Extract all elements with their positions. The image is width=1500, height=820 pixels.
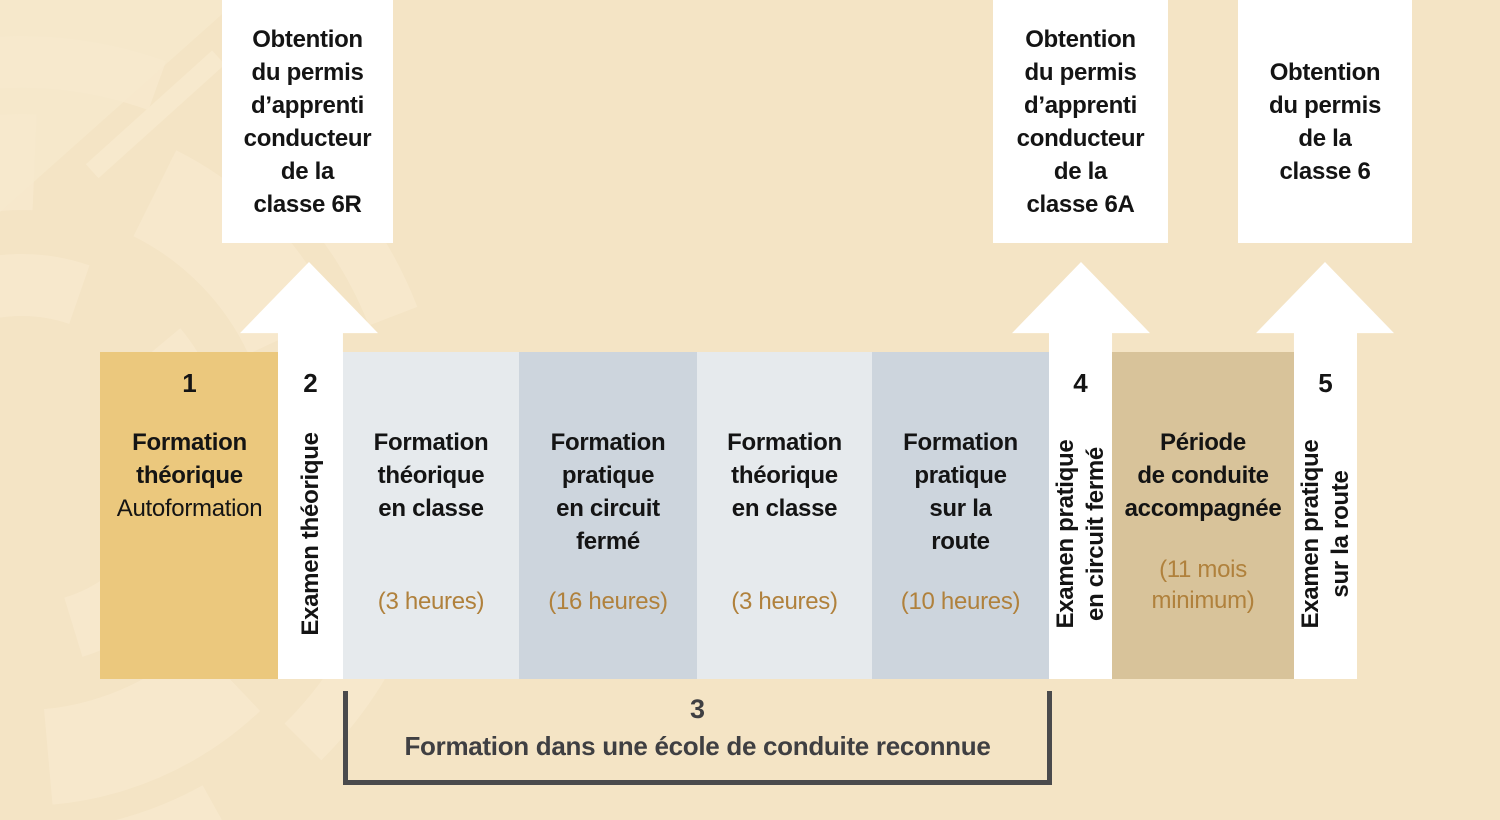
- school-block-practice-road-title: Formation pratique sur la route: [903, 429, 1018, 555]
- school-block-theory-1: Formation théorique en classe (3 heures): [343, 352, 519, 679]
- step4-label: Examen pratique en circuit fermé: [1051, 439, 1109, 628]
- step2-theory-exam-strip: 2 Examen théorique: [278, 352, 343, 679]
- step1-number: 1: [182, 368, 197, 398]
- school-block-theory-1-title: Formation théorique en classe: [373, 429, 489, 522]
- school-block-practice-closed-circuit-duration: (16 heures): [548, 588, 668, 615]
- step5-number: 5: [1318, 368, 1333, 398]
- permit-box-class-6: Obtention du permis de la classe 6: [1238, 0, 1412, 243]
- permit-box-class-6a-label: Obtention du permis d’apprenti conducteu…: [1016, 25, 1145, 218]
- school-block-theory-2: Formation théorique en classe (3 heures): [697, 352, 872, 679]
- step3-number: 3: [689, 694, 706, 724]
- permit-box-class-6r-label: Obtention du permis d’apprenti conducteu…: [243, 25, 372, 218]
- step2-number: 2: [303, 368, 318, 398]
- permit-box-class-6r: Obtention du permis d’apprenti conducteu…: [222, 0, 393, 243]
- arrow-up-icon-to-6a: [1012, 262, 1150, 352]
- school-block-practice-closed-circuit-title: Formation pratique en circuit fermé: [550, 429, 666, 555]
- permit-box-class-6-label: Obtention du permis de la classe 6: [1269, 58, 1381, 185]
- step5-practical-exam-road-strip: 5 Examen pratique sur la route: [1294, 352, 1357, 679]
- arrow-up-icon-to-6r: [240, 262, 378, 352]
- permit-box-class-6a: Obtention du permis d’apprenti conducteu…: [993, 0, 1168, 243]
- accompanied-driving-block: Période de conduite accompagnée (11 mois…: [1112, 352, 1294, 679]
- step4-number: 4: [1073, 368, 1088, 398]
- school-block-practice-closed-circuit: Formation pratique en circuit fermé (16 …: [519, 352, 697, 679]
- step1-title: Formation théorique: [132, 429, 247, 489]
- school-block-practice-road: Formation pratique sur la route (10 heur…: [872, 352, 1049, 679]
- step1-subtitle: Autoformation: [116, 495, 263, 522]
- step3-caption: Formation dans une école de conduite rec…: [404, 731, 991, 761]
- school-block-theory-2-duration: (3 heures): [731, 588, 838, 615]
- step2-label: Examen théorique: [296, 431, 324, 636]
- step1-self-training-block: 1 Formation théorique Autoformation: [100, 352, 279, 679]
- school-block-theory-2-title: Formation théorique en classe: [727, 429, 842, 522]
- arrow-up-icon-to-6: [1256, 262, 1394, 352]
- school-block-theory-1-duration: (3 heures): [377, 588, 485, 615]
- step5-label: Examen pratique sur la route: [1296, 439, 1354, 628]
- driving-school-bracket: 3 Formation dans une école de conduite r…: [343, 691, 1052, 785]
- step4-practical-exam-circuit-strip: 4 Examen pratique en circuit fermé: [1049, 352, 1112, 679]
- accompanied-driving-duration: (11 mois minimum): [1151, 556, 1255, 614]
- school-block-practice-road-duration: (10 heures): [900, 588, 1021, 615]
- accompanied-driving-title: Période de conduite accompagnée: [1124, 429, 1282, 522]
